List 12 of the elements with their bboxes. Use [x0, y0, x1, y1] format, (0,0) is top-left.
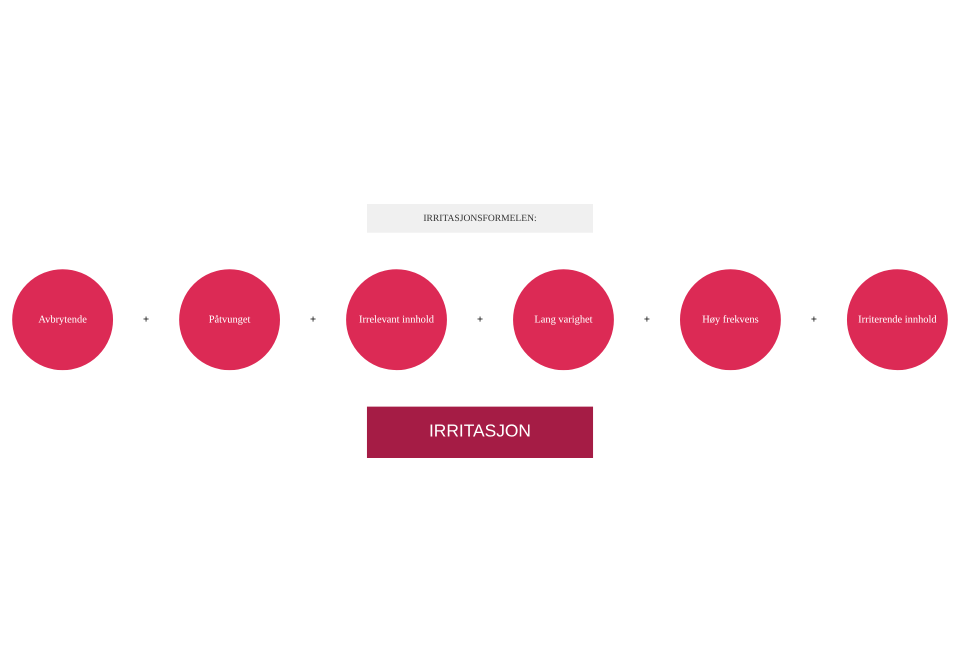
- node-circle: Høy frekvens: [680, 269, 781, 370]
- label: +: [644, 314, 650, 326]
- node-circle: Påtvunget: [179, 269, 280, 370]
- node-box: IRRITASJON: [366, 406, 594, 458]
- node-circle: Lang varighet: [513, 269, 614, 370]
- node-circle: Irrelevant innhold: [346, 269, 447, 370]
- label: +: [143, 314, 150, 326]
- label: +: [310, 314, 316, 326]
- label: +: [810, 314, 817, 326]
- node-circle: Irriterende innhold: [846, 269, 948, 370]
- label: +: [476, 314, 484, 326]
- node-circle: Avbrytende: [12, 269, 114, 370]
